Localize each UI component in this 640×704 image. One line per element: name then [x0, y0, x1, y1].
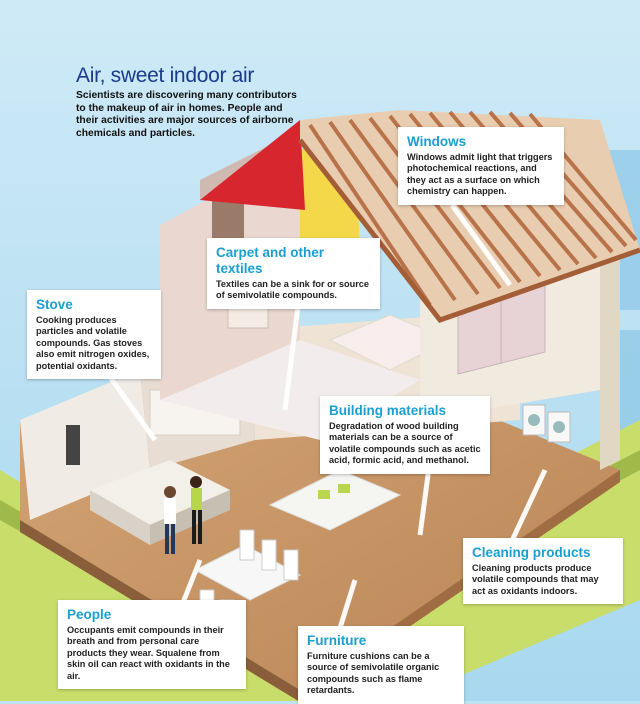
callout-text: Cooking produces particles and volatile … — [36, 315, 150, 371]
callout-stove: Stove Cooking produces particles and vol… — [27, 290, 161, 380]
callout-title: Carpet and other textiles — [216, 245, 325, 276]
callout-title: Building materials — [329, 403, 447, 418]
callout-text: Windows admit light that triggers photoc… — [407, 152, 553, 197]
callout-text: Cleaning products produce volatile compo… — [472, 563, 599, 596]
callout-title: People — [67, 607, 112, 622]
callout-cleaning-products: Cleaning products Cleaning products prod… — [463, 538, 623, 605]
callout-text: Occupants emit compounds in their breath… — [67, 625, 230, 681]
callout-title: Furniture — [307, 633, 367, 648]
header: Air, sweet indoor air Scientists are dis… — [76, 64, 306, 140]
callout-title: Windows — [407, 134, 467, 149]
callout-text: Textiles can be a sink for or source of … — [216, 279, 370, 301]
callout-title: Cleaning products — [472, 545, 591, 560]
callout-pointers — [102, 203, 548, 629]
callout-carpet: Carpet and other textiles Textiles can b… — [207, 238, 380, 309]
page-subtitle: Scientists are discovering many contribu… — [76, 90, 297, 139]
people-figures — [164, 476, 202, 554]
callout-text: Degradation of wood building materials c… — [329, 421, 481, 466]
roof-gable — [200, 120, 305, 210]
page-title: Air, sweet indoor air — [76, 64, 255, 87]
callout-furniture: Furniture Furniture cushions can be a so… — [298, 626, 464, 704]
callout-windows: Windows Windows admit light that trigger… — [398, 127, 564, 205]
callout-people: People Occupants emit compounds in their… — [58, 600, 246, 690]
callout-building-materials: Building materials Degradation of wood b… — [320, 396, 490, 474]
callout-text: Furniture cushions can be a source of se… — [307, 651, 440, 696]
sofa — [268, 469, 402, 531]
callout-title: Stove — [36, 297, 73, 312]
dining-table — [193, 544, 302, 601]
